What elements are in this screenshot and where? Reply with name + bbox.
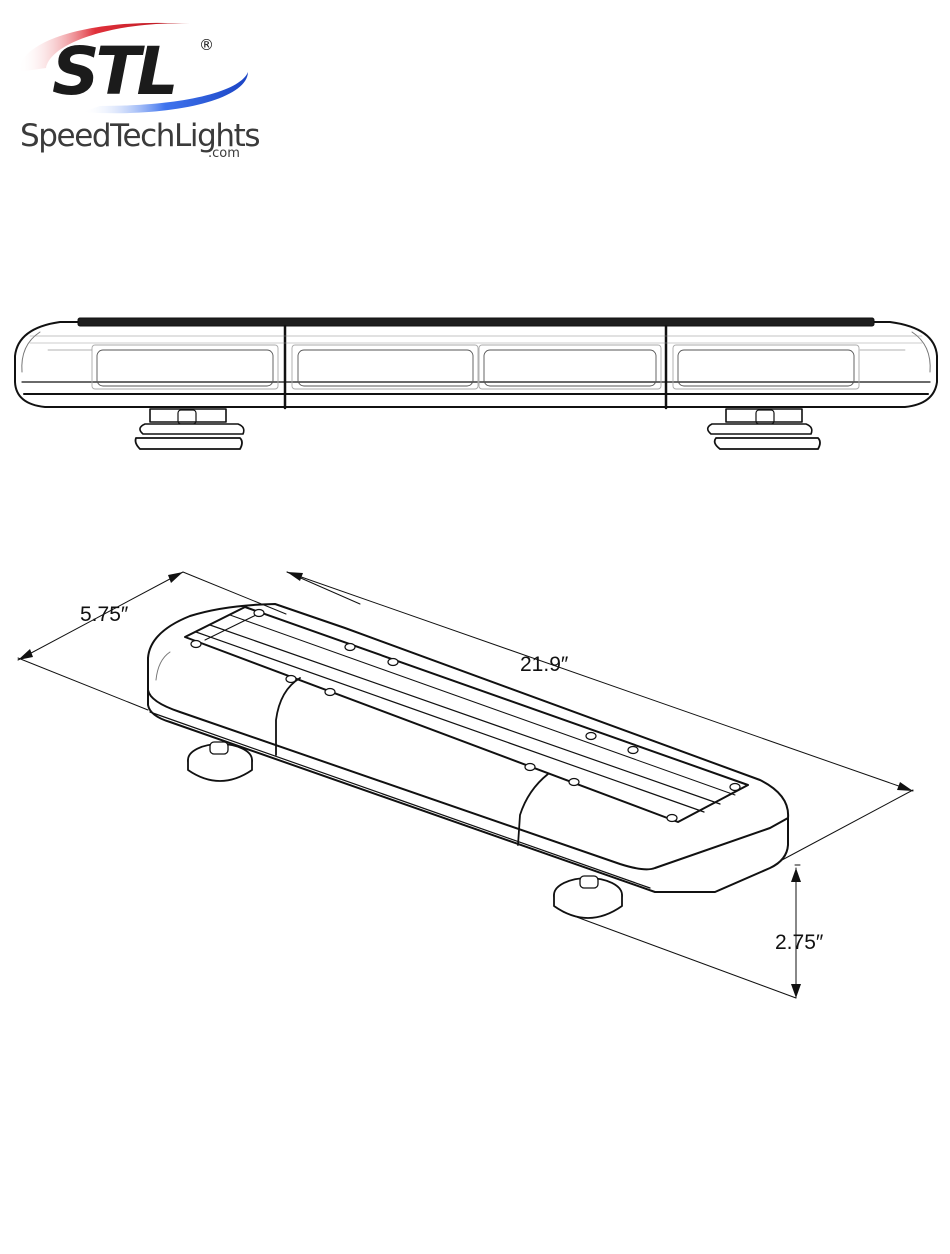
dimension-width-label: 5.75″: [80, 603, 128, 627]
dimension-height-label: 2.75″: [775, 931, 823, 955]
light-bar-isometric-view: [148, 604, 788, 918]
light-bar-front-view: [15, 318, 937, 449]
dimension-length-label: 21.9″: [520, 653, 568, 677]
